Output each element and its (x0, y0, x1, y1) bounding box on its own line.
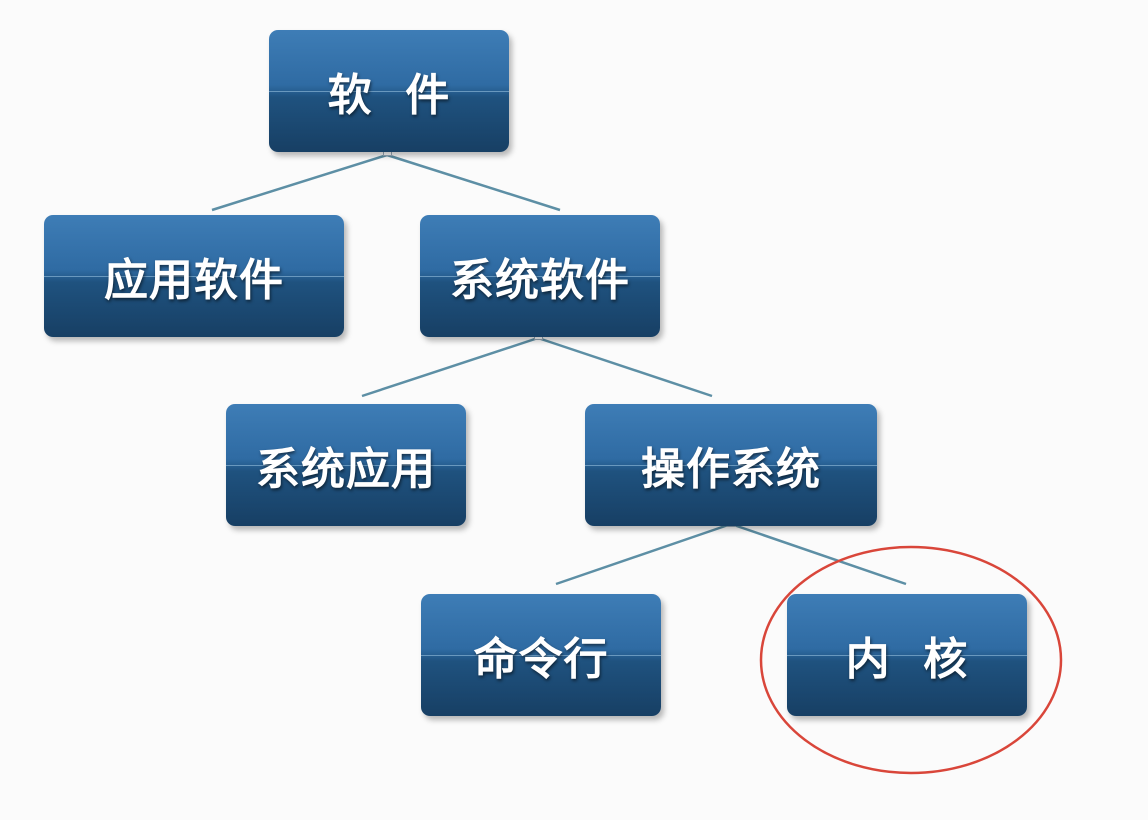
connector-system-software-os (537, 336, 713, 398)
connector-os-cli (555, 522, 732, 586)
connector-root-system-software (386, 153, 561, 212)
connector-system-software-system-apps (361, 336, 539, 398)
node-operating-system[interactable]: 操作系统 (585, 404, 877, 526)
connector-os-kernel (730, 522, 907, 586)
node-system-software[interactable]: 系统软件 (420, 215, 660, 337)
node-kernel-label: 内 核 (845, 634, 969, 685)
node-system-apps-label: 系统应用 (256, 444, 436, 495)
node-system-apps[interactable]: 系统应用 (226, 404, 466, 526)
node-application-software-label: 应用软件 (104, 255, 284, 306)
connector-root-app-software (211, 153, 388, 212)
node-system-software-label: 系统软件 (450, 255, 630, 306)
node-kernel[interactable]: 内 核 (787, 594, 1027, 716)
node-command-line-label: 命令行 (473, 634, 609, 685)
node-software-label: 软 件 (327, 70, 451, 121)
node-application-software[interactable]: 应用软件 (44, 215, 344, 337)
node-operating-system-label: 操作系统 (641, 444, 821, 495)
node-command-line[interactable]: 命令行 (421, 594, 661, 716)
kernel-highlight-circle (759, 545, 1063, 775)
node-software[interactable]: 软 件 (269, 30, 509, 152)
